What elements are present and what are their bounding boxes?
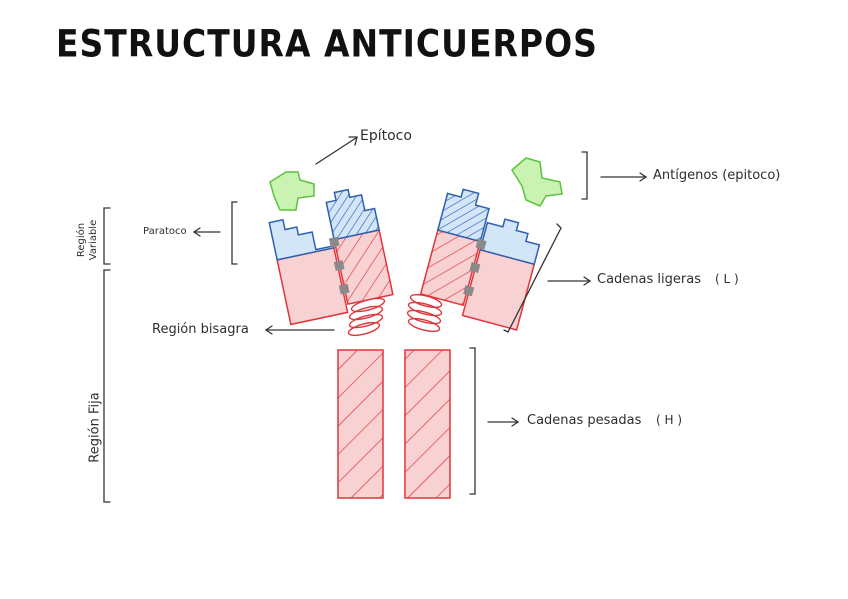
- heavy-chain-fc-right: [405, 350, 450, 498]
- heavy-chain-variable-left: [325, 185, 380, 240]
- label-region-fija: Región Fija: [88, 373, 103, 483]
- disulfide-bond: [339, 284, 350, 295]
- light-chain-constant-left: [277, 248, 347, 325]
- region-variable-bracket: [104, 208, 110, 264]
- antigenos-bracket: [582, 152, 587, 199]
- paratoco-bracket: [232, 202, 237, 264]
- epitoco-arrow: [316, 138, 356, 164]
- label-antigenos: Antígenos (epitoco): [653, 168, 780, 183]
- label-cadenas-pesadas: Cadenas pesadas: [527, 413, 641, 428]
- cadenas-pesadas-bracket: [470, 348, 475, 494]
- disulfide-bond: [329, 237, 340, 248]
- disulfide-bond: [334, 260, 345, 271]
- heavy-chain-fc-left: [338, 350, 383, 498]
- label-epitoco: Epítoco: [360, 128, 412, 144]
- label-region-bisagra: Región bisagra: [152, 322, 249, 337]
- label-cadenas-ligeras-abbr: ( L ): [715, 272, 739, 286]
- label-region-variable-line1: Región: [76, 200, 88, 280]
- antigen-left: [270, 172, 314, 210]
- antigen-right: [512, 158, 562, 206]
- region-fija-bracket: [104, 270, 110, 502]
- label-cadenas-ligeras: Cadenas ligeras: [597, 272, 701, 287]
- label-region-variable-line2: Variable: [88, 200, 100, 280]
- label-paratoco: Paratoco: [143, 226, 187, 237]
- label-region-variable: Región Variable: [76, 200, 100, 280]
- label-cadenas-pesadas-abbr: ( H ): [656, 413, 682, 427]
